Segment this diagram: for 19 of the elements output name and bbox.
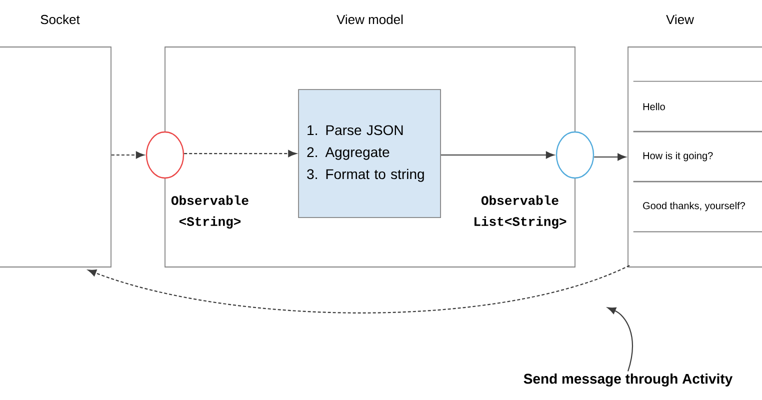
node-label: View	[666, 14, 694, 24]
type-label: Observable <String>	[171, 195, 248, 229]
leader-line	[607, 307, 633, 372]
panel: Socket	[0, 14, 112, 268]
message-row: Hello	[632, 80, 762, 132]
arrow	[441, 151, 554, 159]
node-label: View model	[336, 14, 403, 24]
arrow	[88, 264, 630, 314]
ring	[556, 131, 594, 179]
message-row: Good thanks, yourself?	[632, 180, 762, 232]
ring	[146, 131, 184, 179]
arrow	[594, 153, 626, 161]
steps-box: 1. Parse JSON 2. Aggregate 3. Format to string	[298, 89, 441, 218]
arrow	[111, 151, 144, 159]
message-row: How is it going?	[632, 130, 762, 182]
arrow	[184, 150, 297, 158]
caption-text: Send message through Activity	[524, 373, 733, 387]
node-label: Socket	[40, 14, 80, 24]
type-label: Observable List<String>	[474, 195, 566, 229]
